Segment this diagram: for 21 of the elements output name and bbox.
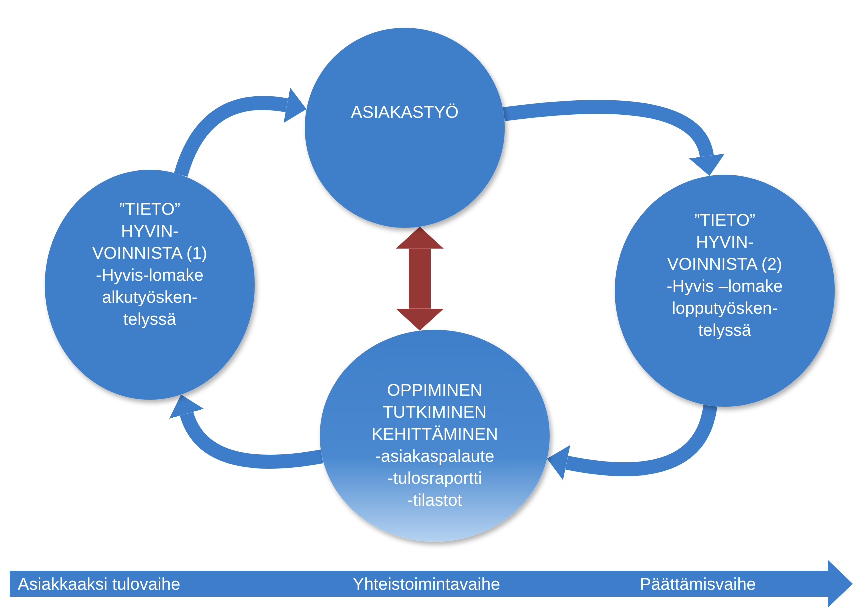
phase-label: Asiakkaaksi tulovaihe — [18, 575, 181, 595]
curved-arrow — [174, 88, 307, 178]
phase-label: Päättämisvaihe — [640, 575, 756, 595]
node-text: ASIAKASTYÖ — [351, 102, 459, 124]
node-text: ”TIETO” — [119, 199, 181, 221]
node-text: TUTKIMINEN — [383, 402, 487, 424]
double-arrow — [396, 226, 444, 331]
node-text: alkutyösken- telyssä — [101, 287, 199, 331]
node-text: -Hyvis-lomake — [96, 265, 204, 287]
node-text: HYVIN- VOINNISTA (1) — [92, 221, 208, 265]
node-text: lopputyösken- telyssä — [671, 298, 779, 342]
phase-label: Yhteistoimintavaihe — [353, 575, 500, 595]
node-text: -asiakaspalaute — [375, 446, 495, 468]
curved-arrow — [503, 100, 724, 176]
node-text: HYVIN- VOINNISTA (2) — [666, 232, 784, 276]
node-text: -Hyvis –lomake — [666, 276, 784, 298]
node-text: OPPIMINEN — [387, 380, 483, 402]
node-text: -tilastot — [408, 490, 462, 512]
node-text: ”TIETO” — [694, 210, 756, 232]
node-text: KEHITTÄMINEN — [372, 424, 498, 446]
node-text: -tulosraportti — [388, 468, 482, 490]
